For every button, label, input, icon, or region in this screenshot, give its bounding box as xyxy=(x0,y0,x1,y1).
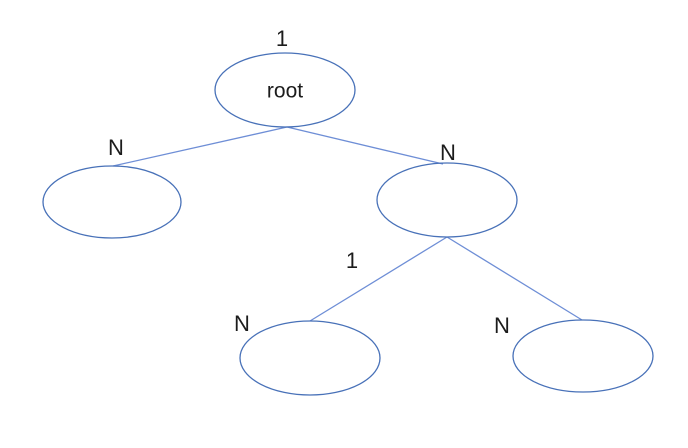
edge-right-child-to-right-right-child xyxy=(446,236,583,321)
node-label-root: root xyxy=(267,79,303,102)
node-right-child xyxy=(376,162,518,238)
edge-right-child-to-right-left-child xyxy=(309,236,448,322)
label-left-child-cardinality: N xyxy=(108,135,124,160)
node-root xyxy=(214,52,356,128)
node-right-right-child xyxy=(512,319,654,393)
label-right-left-child-cardinality: N xyxy=(234,311,250,336)
edge-root-to-left-child xyxy=(112,126,288,167)
node-left-child xyxy=(42,165,182,239)
label-right-child-cardinality: N xyxy=(440,140,456,165)
label-root-cardinality: 1 xyxy=(276,26,288,51)
node-right-left-child xyxy=(239,320,381,396)
label-right-left-edge-cardinality: 1 xyxy=(346,248,358,273)
label-right-right-child-cardinality: N xyxy=(494,313,510,338)
edge-root-to-right-child xyxy=(286,126,444,165)
